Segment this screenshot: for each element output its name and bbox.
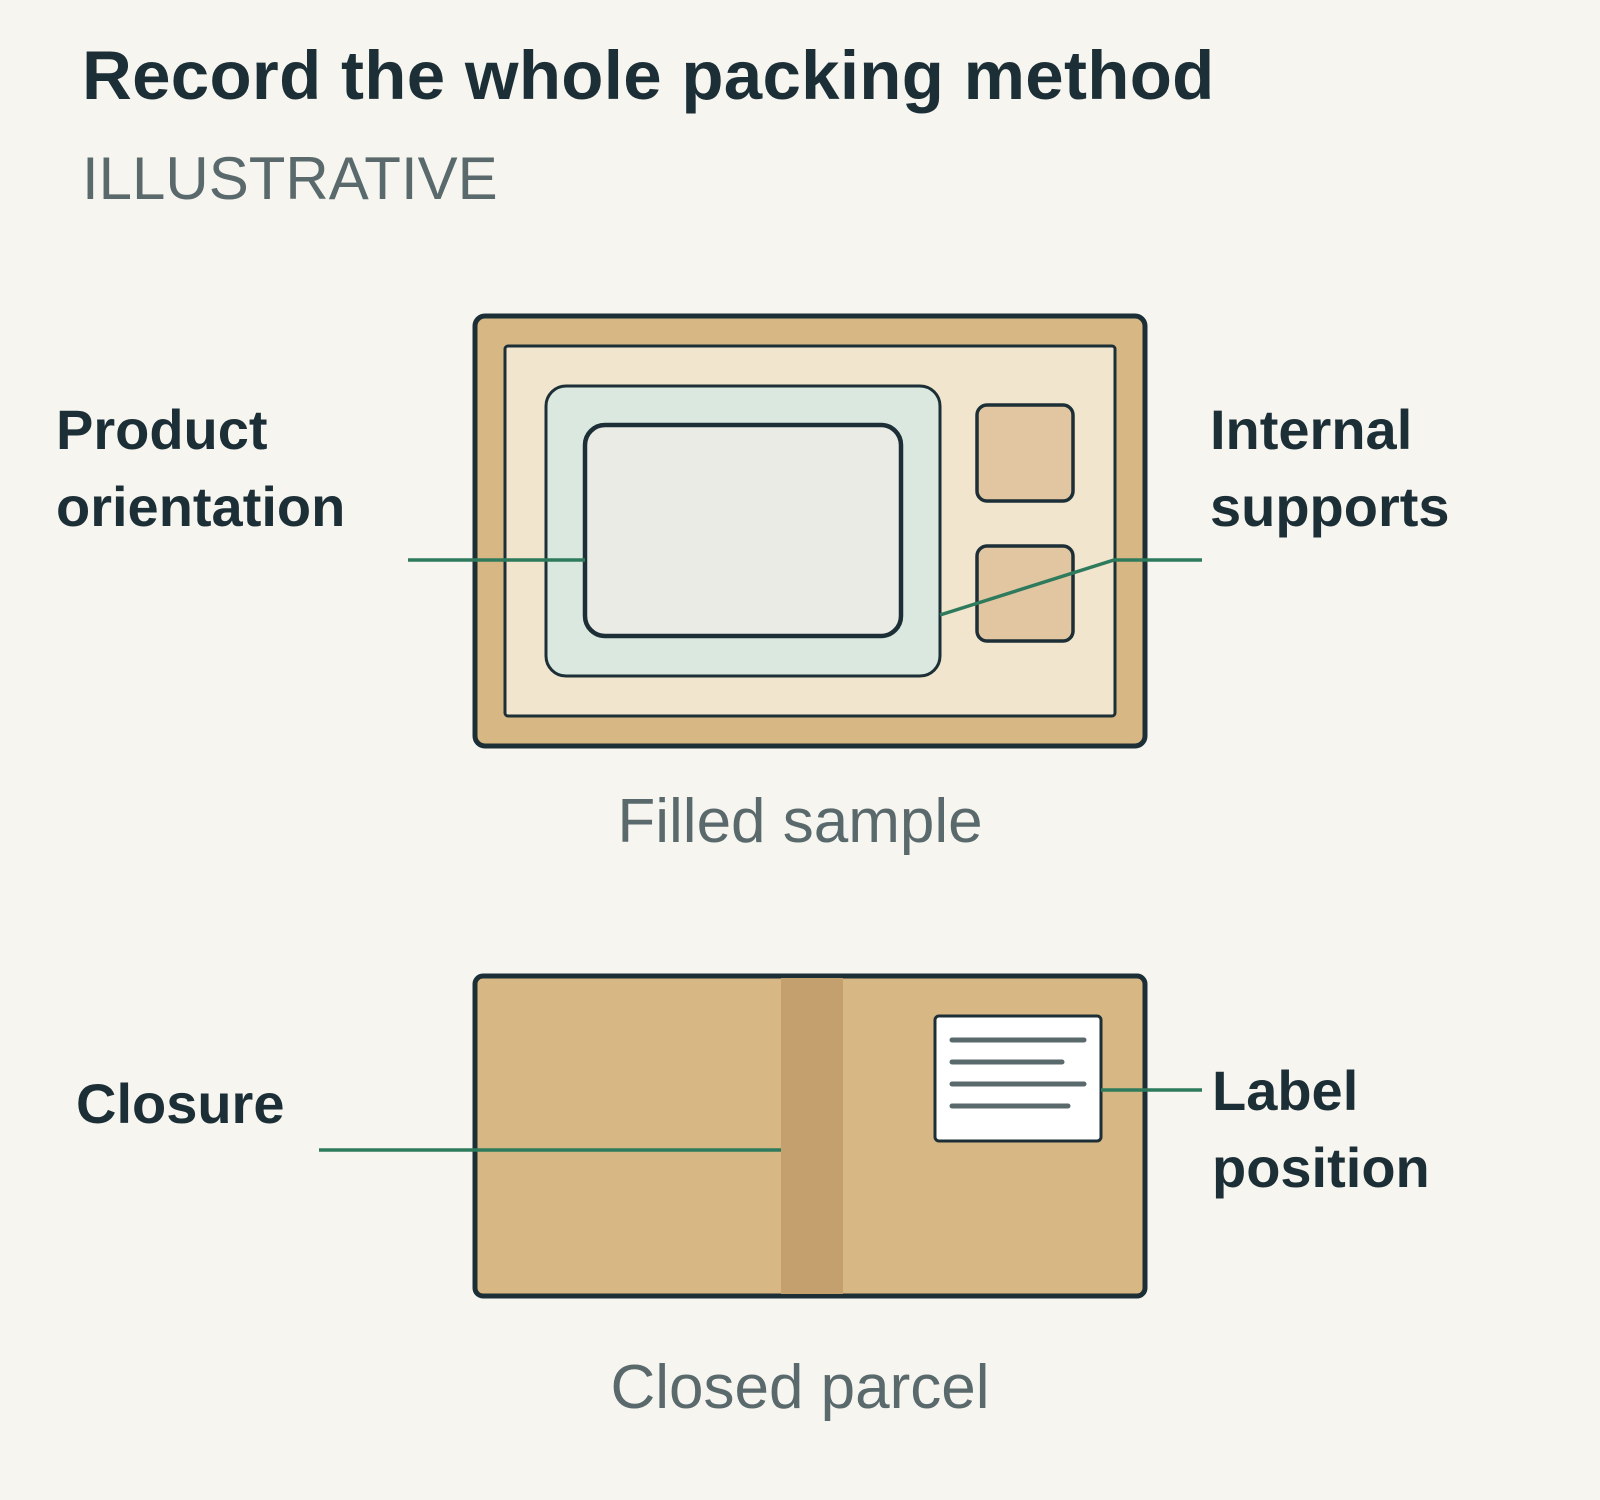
callout-line: Product bbox=[56, 398, 268, 461]
closed-parcel-box bbox=[472, 973, 1148, 1299]
internal-supports-leader-line bbox=[939, 558, 1202, 617]
callout-line: orientation bbox=[56, 475, 346, 538]
page-title: Record the whole packing method bbox=[82, 37, 1215, 114]
filled-sample-caption: Filled sample bbox=[617, 787, 983, 856]
callout-line: Label bbox=[1212, 1059, 1359, 1122]
callout-line: Internal bbox=[1210, 398, 1413, 461]
page-subtitle: ILLUSTRATIVE bbox=[82, 145, 498, 212]
support-block-top bbox=[975, 403, 1075, 503]
support-block-bottom bbox=[975, 544, 1075, 643]
callout-label-position: Label position bbox=[1212, 1052, 1430, 1206]
callout-internal-supports: Internal supports bbox=[1210, 391, 1450, 545]
closed-parcel-caption: Closed parcel bbox=[610, 1353, 990, 1422]
shipping-label bbox=[933, 1014, 1103, 1143]
callout-line: position bbox=[1212, 1136, 1430, 1199]
callout-product-orientation: Product orientation bbox=[56, 391, 345, 545]
callout-closure: Closure bbox=[76, 1065, 285, 1142]
callout-line: supports bbox=[1210, 475, 1450, 538]
closure-tape bbox=[781, 978, 843, 1294]
callout-line: Closure bbox=[76, 1072, 285, 1135]
filled-sample-box bbox=[472, 313, 1148, 749]
product-item bbox=[582, 422, 904, 639]
